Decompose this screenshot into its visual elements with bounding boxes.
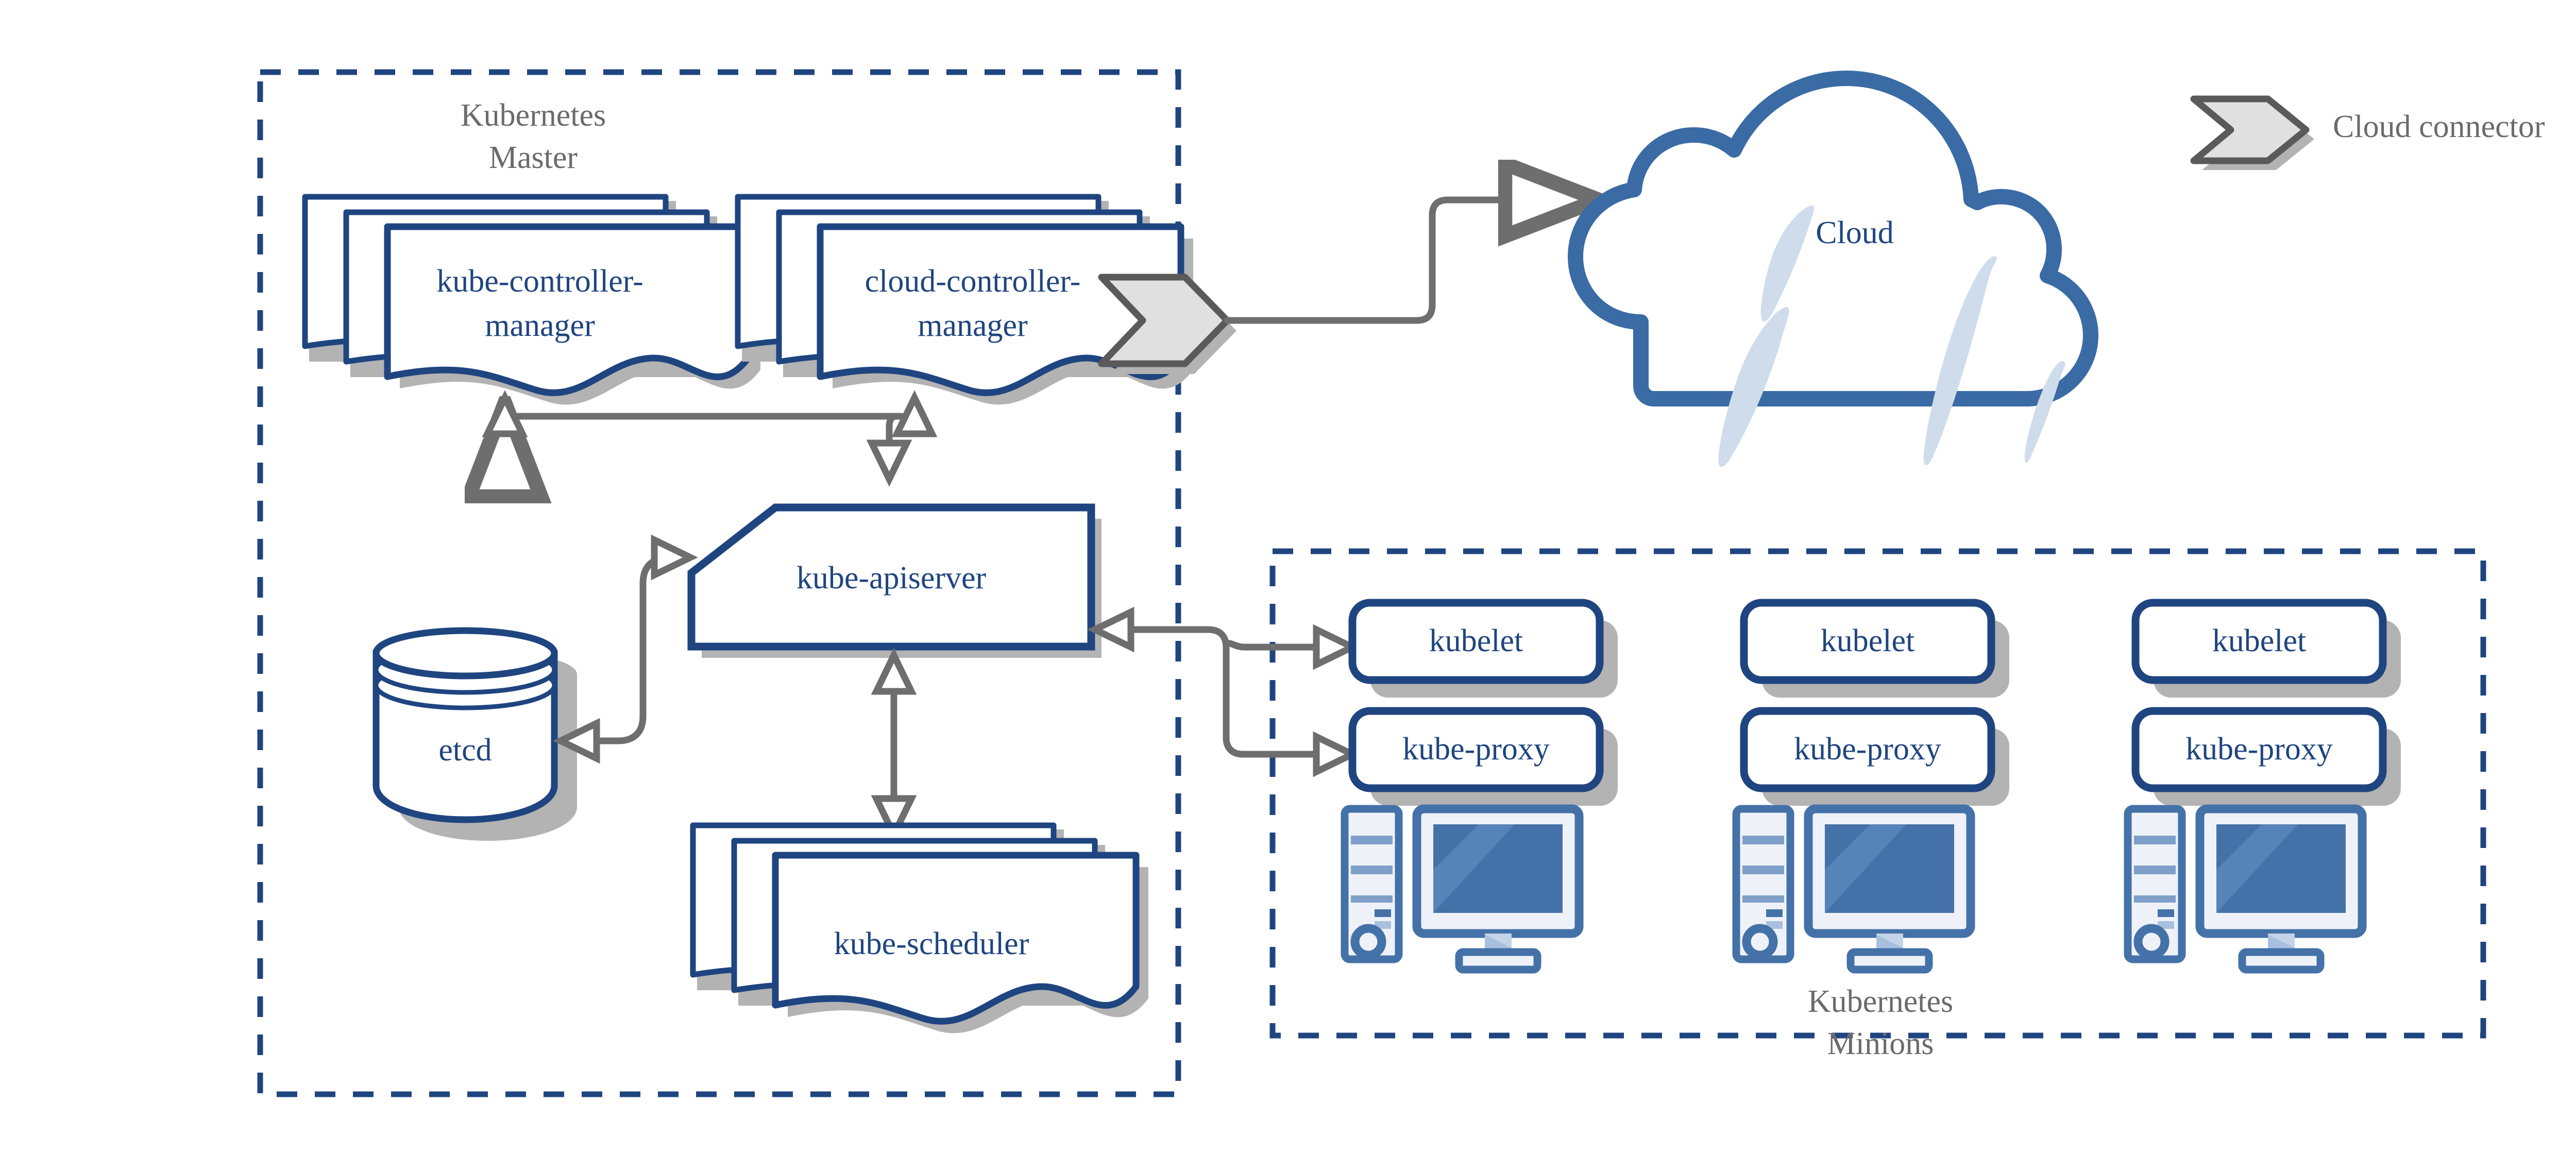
kube-apiserver-label: kube-apiserver <box>796 561 987 596</box>
arrowhead-down-apiserver <box>866 439 912 487</box>
arrowhead-up-ccm <box>891 390 938 437</box>
minion-node-3: kubelet kube-proxy <box>2124 599 2401 974</box>
minion-2-kube-proxy[interactable]: kube-proxy <box>1740 707 2009 806</box>
minion-3-kubelet-label: kubelet <box>2212 623 2307 658</box>
minions-zone-label-line1: Kubernetes <box>1808 984 1953 1019</box>
minion-2-kubelet-label: kubelet <box>1821 623 1915 658</box>
minion-3-kubelet-box <box>2131 599 2387 684</box>
arrowhead-into-apiserver <box>1087 606 1134 653</box>
cloud-controller-manager-label-line2: manager <box>918 308 1028 343</box>
etcd-label: etcd <box>438 733 492 768</box>
legend-cloud-connector-label: Cloud connector <box>2333 109 2545 144</box>
minion-3-proxy-label: kube-proxy <box>2185 732 2333 767</box>
master-zone-label-line2: Master <box>489 140 578 175</box>
minion-2-kubelet-box <box>1740 599 1995 684</box>
minion-3-computer-icon <box>2124 804 2367 974</box>
node-kube-apiserver[interactable]: kube-apiserver <box>687 503 1101 658</box>
connection-apiserver-to-minions <box>1087 606 1360 777</box>
cloud-shading <box>1718 205 2065 467</box>
minion-2-proxy-box <box>1740 707 1995 792</box>
cloud-connector-icon-ccm[interactable] <box>1098 274 1236 374</box>
arrowhead-etcd-in <box>553 718 600 764</box>
legend-cloud-connector: Cloud connector <box>2190 95 2545 170</box>
minion-2-kubelet[interactable]: kubelet <box>1740 599 2009 698</box>
kube-scheduler-label: kube-scheduler <box>834 926 1029 961</box>
ccm-sheet-front <box>817 223 1184 396</box>
etcd-ring-top <box>372 627 558 680</box>
minion-1-computer-icon <box>1341 804 1584 974</box>
minion-2-proxy-label: kube-proxy <box>1794 732 1941 767</box>
minion-2-computer-icon <box>1732 804 1975 974</box>
sched-sheet-front <box>772 852 1140 1025</box>
apiserver-body <box>687 503 1095 651</box>
minion-1-proxy-box <box>1348 707 1604 792</box>
minion-1-kube-proxy[interactable]: kube-proxy <box>1348 707 1618 806</box>
arrowhead-down-scheduler <box>871 795 917 842</box>
minions-zone-border <box>1269 548 2486 1039</box>
minion-1-kubelet[interactable]: kubelet <box>1348 599 1618 698</box>
kcm-sheet-front <box>384 223 752 396</box>
kube-controller-manager-label-line1: kube-controller- <box>436 264 643 299</box>
connection-apiserver-scheduler <box>871 648 917 842</box>
zone-kubernetes-minions: Kubernetes Minions <box>1269 548 2486 1061</box>
arrowhead-up-kcm <box>482 390 528 437</box>
minion-3-kube-proxy[interactable]: kube-proxy <box>2131 707 2401 806</box>
arrowhead-into-kubelet <box>1313 624 1360 670</box>
minion-3-kubelet[interactable]: kubelet <box>2131 599 2401 698</box>
zone-kubernetes-master: Kubernetes Master <box>257 69 1181 1097</box>
arrowhead-up-apiserver <box>871 648 917 695</box>
minion-1-proxy-label: kube-proxy <box>1402 732 1550 767</box>
node-kube-controller-manager[interactable]: kube-controller- manager <box>302 194 760 405</box>
connection-apiserver-to-managers <box>482 390 938 487</box>
connection-apiserver-etcd <box>553 534 698 764</box>
minion-node-1: kubelet kube-proxy <box>1341 599 1618 974</box>
minion-1-kubelet-label: kubelet <box>1429 623 1523 658</box>
node-kube-scheduler[interactable]: kube-scheduler <box>690 822 1148 1033</box>
connection-ccm-to-cloud <box>1224 200 1592 324</box>
kube-controller-manager-label-line2: manager <box>485 308 595 343</box>
node-cloud[interactable]: Cloud <box>1568 71 2098 467</box>
minions-zone-label-line2: Minions <box>1827 1026 1934 1061</box>
master-zone-border <box>257 69 1181 1097</box>
minion-1-kubelet-box <box>1348 599 1604 684</box>
ccm-connector-chevron <box>1098 274 1231 367</box>
minion-3-proxy-box <box>2131 707 2387 792</box>
arrowhead-apiserver-in <box>651 534 698 581</box>
node-etcd[interactable]: etcd <box>372 627 577 841</box>
cloud-label: Cloud <box>1816 215 1894 250</box>
chevron-arrow-icon <box>2190 95 2310 164</box>
arrowhead-into-kube-proxy <box>1313 731 1360 777</box>
master-zone-label-line1: Kubernetes <box>461 98 606 133</box>
node-cloud-controller-manager[interactable]: cloud-controller- manager <box>735 194 1193 405</box>
cloud-controller-manager-label-line1: cloud-controller- <box>865 264 1081 299</box>
minion-node-2: kubelet kube-proxy <box>1732 599 2009 974</box>
